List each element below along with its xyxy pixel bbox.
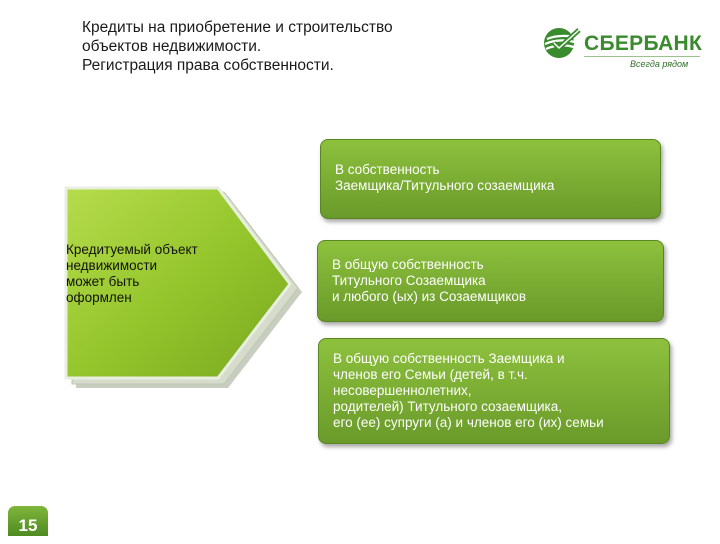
page-number: 15 bbox=[8, 506, 48, 536]
title-line-2: объектов недвижимости. bbox=[82, 38, 262, 55]
arrow-line-3: может быть bbox=[66, 274, 140, 289]
logo-name: СБЕРБАНК bbox=[584, 32, 703, 55]
sberbank-mark-icon bbox=[544, 28, 581, 58]
option-1-line-2: Заемщика/Титульного созаемщика bbox=[335, 178, 555, 193]
option-2-line-1: В общую собственность bbox=[332, 257, 484, 272]
logo-slogan: Всегда рядом bbox=[630, 59, 689, 69]
option-box-family: В общую собственность Заемщика и членов … bbox=[318, 338, 670, 444]
option-3-line-1: В общую собственность Заемщика и bbox=[333, 351, 565, 366]
arrow-line-2: недвижимости bbox=[66, 258, 158, 273]
option-3-line-3: несовершеннолетних, bbox=[333, 383, 472, 398]
option-box-borrower: В собственность Заемщика/Титульного соза… bbox=[320, 139, 661, 219]
title-line-3: Регистрация права собственности. bbox=[82, 57, 334, 74]
option-2-line-2: Титульного Созаемщика bbox=[332, 273, 486, 288]
sberbank-logo: СБЕРБАНК Всегда рядом bbox=[542, 26, 702, 72]
subject-arrow-shape: Кредитуемый объект недвижимости может бы… bbox=[54, 186, 310, 396]
arrow-text: Кредитуемый объект недвижимости может бы… bbox=[66, 242, 266, 306]
arrow-graphic bbox=[64, 186, 302, 388]
option-3-line-2: членов его Семьи (детей, в т.ч. bbox=[333, 367, 528, 382]
option-3-line-4: родителей) Титульного созаемщика, bbox=[333, 399, 562, 414]
option-3-line-5: его (ее) супруги (а) и членов его (их) с… bbox=[333, 415, 604, 430]
arrow-line-1: Кредитуемый объект bbox=[66, 242, 198, 257]
option-1-line-1: В собственность bbox=[335, 162, 440, 177]
arrow-line-4: оформлен bbox=[66, 290, 132, 305]
title-line-1: Кредиты на приобретение и строительство bbox=[82, 19, 393, 36]
option-box-co-borrowers: В общую собственность Титульного Созаемщ… bbox=[317, 240, 664, 322]
slide-title: Кредиты на приобретение и строительство … bbox=[82, 18, 512, 75]
logo-divider bbox=[584, 56, 700, 57]
option-2-line-3: и любого (ых) из Созаемщиков bbox=[332, 289, 527, 304]
